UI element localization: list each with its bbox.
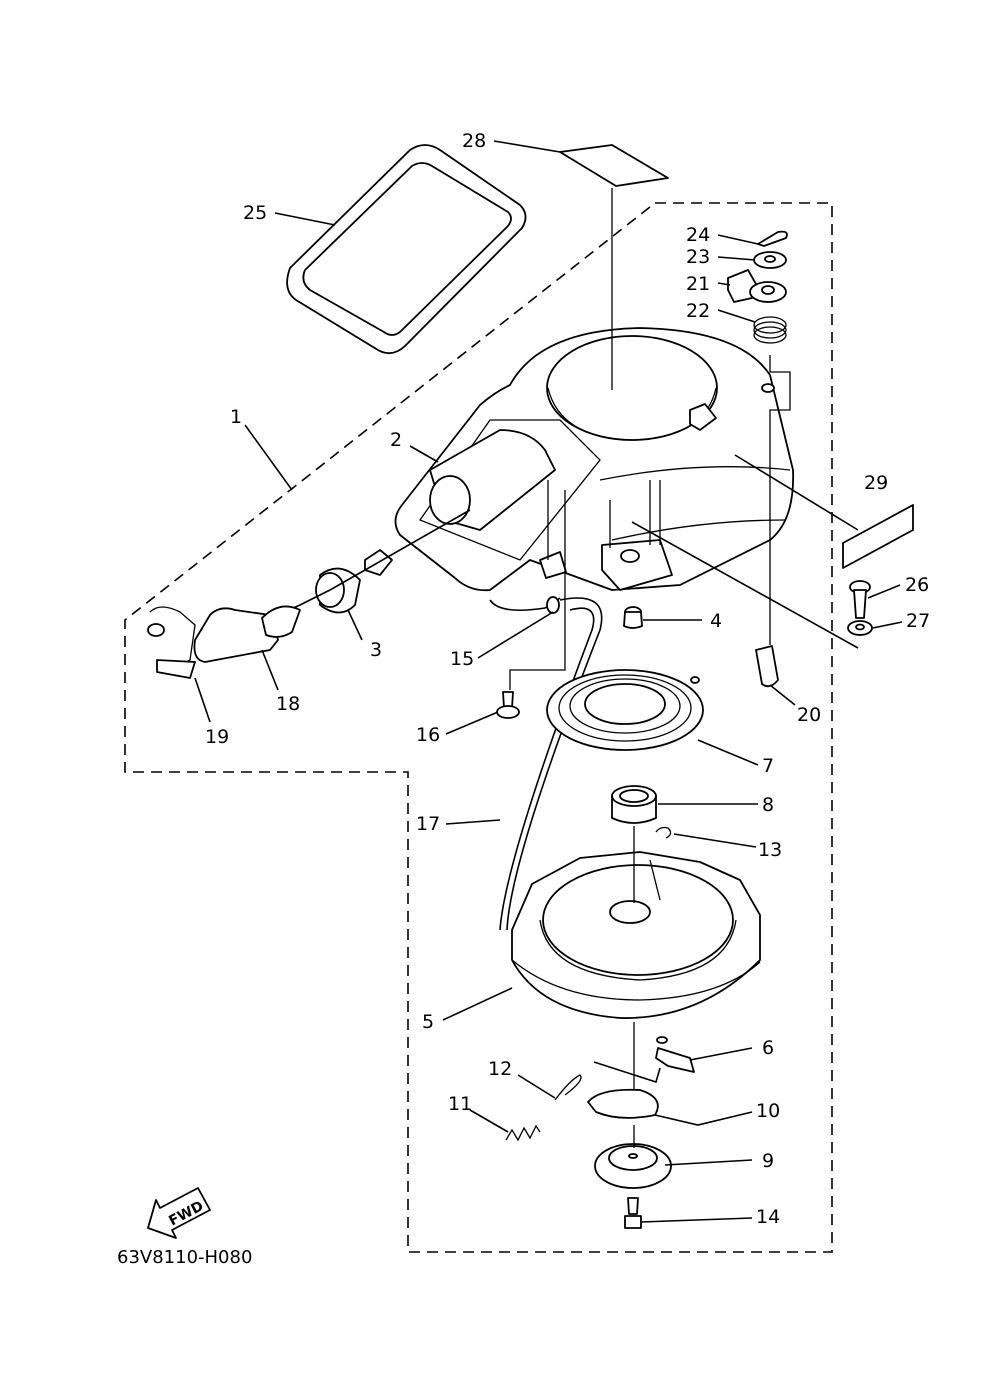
- part-label-26: 26: [905, 574, 929, 596]
- part-label-20: 20: [797, 704, 821, 726]
- part-label-7: 7: [762, 755, 774, 777]
- part-label-3: 3: [370, 639, 382, 661]
- collar-4: [623, 606, 643, 629]
- washer-23: [753, 251, 787, 269]
- starter-housing-2: [394, 327, 795, 592]
- part-label-16: 16: [416, 724, 440, 746]
- part-label-6: 6: [762, 1037, 774, 1059]
- part-label-24: 24: [686, 224, 710, 246]
- part-label-22: 22: [686, 300, 710, 322]
- part-label-5: 5: [422, 1011, 434, 1033]
- grommet-3: [315, 549, 393, 614]
- spring-11: [505, 1124, 541, 1142]
- part-label-15: 15: [450, 648, 474, 670]
- label-sticker-29: [842, 504, 914, 569]
- part-label-13: 13: [758, 839, 782, 861]
- bracket-20: [755, 645, 779, 688]
- clip-19: [147, 606, 196, 679]
- fwd-arrow-icon: FWD: [147, 1187, 211, 1239]
- part-label-21: 21: [686, 273, 710, 295]
- spring-clip-12: [554, 1074, 582, 1101]
- ratchet-6: [655, 1036, 695, 1073]
- part-label-14: 14: [756, 1206, 780, 1228]
- bushing-8: [611, 785, 657, 824]
- part-label-10: 10: [756, 1100, 780, 1122]
- guide-10: [587, 1088, 659, 1119]
- part-label-23: 23: [686, 246, 710, 268]
- hose-fitting-15: [546, 596, 560, 614]
- part-label-27: 27: [906, 610, 930, 632]
- part-label-17: 17: [416, 813, 440, 835]
- part-label-18: 18: [276, 693, 300, 715]
- part-label-4: 4: [710, 610, 722, 632]
- cotter-pin-24: [757, 230, 788, 247]
- part-label-29: 29: [864, 472, 888, 494]
- bolt-14: [624, 1197, 642, 1229]
- leader-lines: [194, 140, 903, 1223]
- coil-spring-22: [753, 316, 787, 344]
- part-label-19: 19: [205, 726, 229, 748]
- part-label-12: 12: [488, 1058, 512, 1080]
- part-label-9: 9: [762, 1150, 774, 1172]
- pulley-5: [511, 851, 761, 1019]
- handle-guide: [429, 429, 556, 531]
- part-label-25: 25: [243, 202, 267, 224]
- seal-frame-25: [286, 144, 527, 355]
- drawing-code: 63V8110-H080: [117, 1247, 252, 1268]
- bracket-21: [727, 269, 787, 303]
- clip-13: [655, 826, 672, 839]
- drive-plate-9: [594, 1143, 672, 1189]
- bolt-16: [496, 691, 520, 719]
- part-label-28: 28: [462, 130, 486, 152]
- assembly-boundary: [124, 202, 833, 1253]
- part-label-2: 2: [390, 429, 402, 451]
- label-sticker-28: [559, 144, 669, 187]
- washer-27: [847, 620, 873, 636]
- part-label-1: 1: [230, 406, 242, 428]
- starter-handle-18: [193, 605, 301, 663]
- recoil-spring-7: [546, 669, 704, 751]
- bolt-26: [849, 580, 871, 619]
- part-label-11: 11: [448, 1093, 472, 1115]
- part-label-8: 8: [762, 794, 774, 816]
